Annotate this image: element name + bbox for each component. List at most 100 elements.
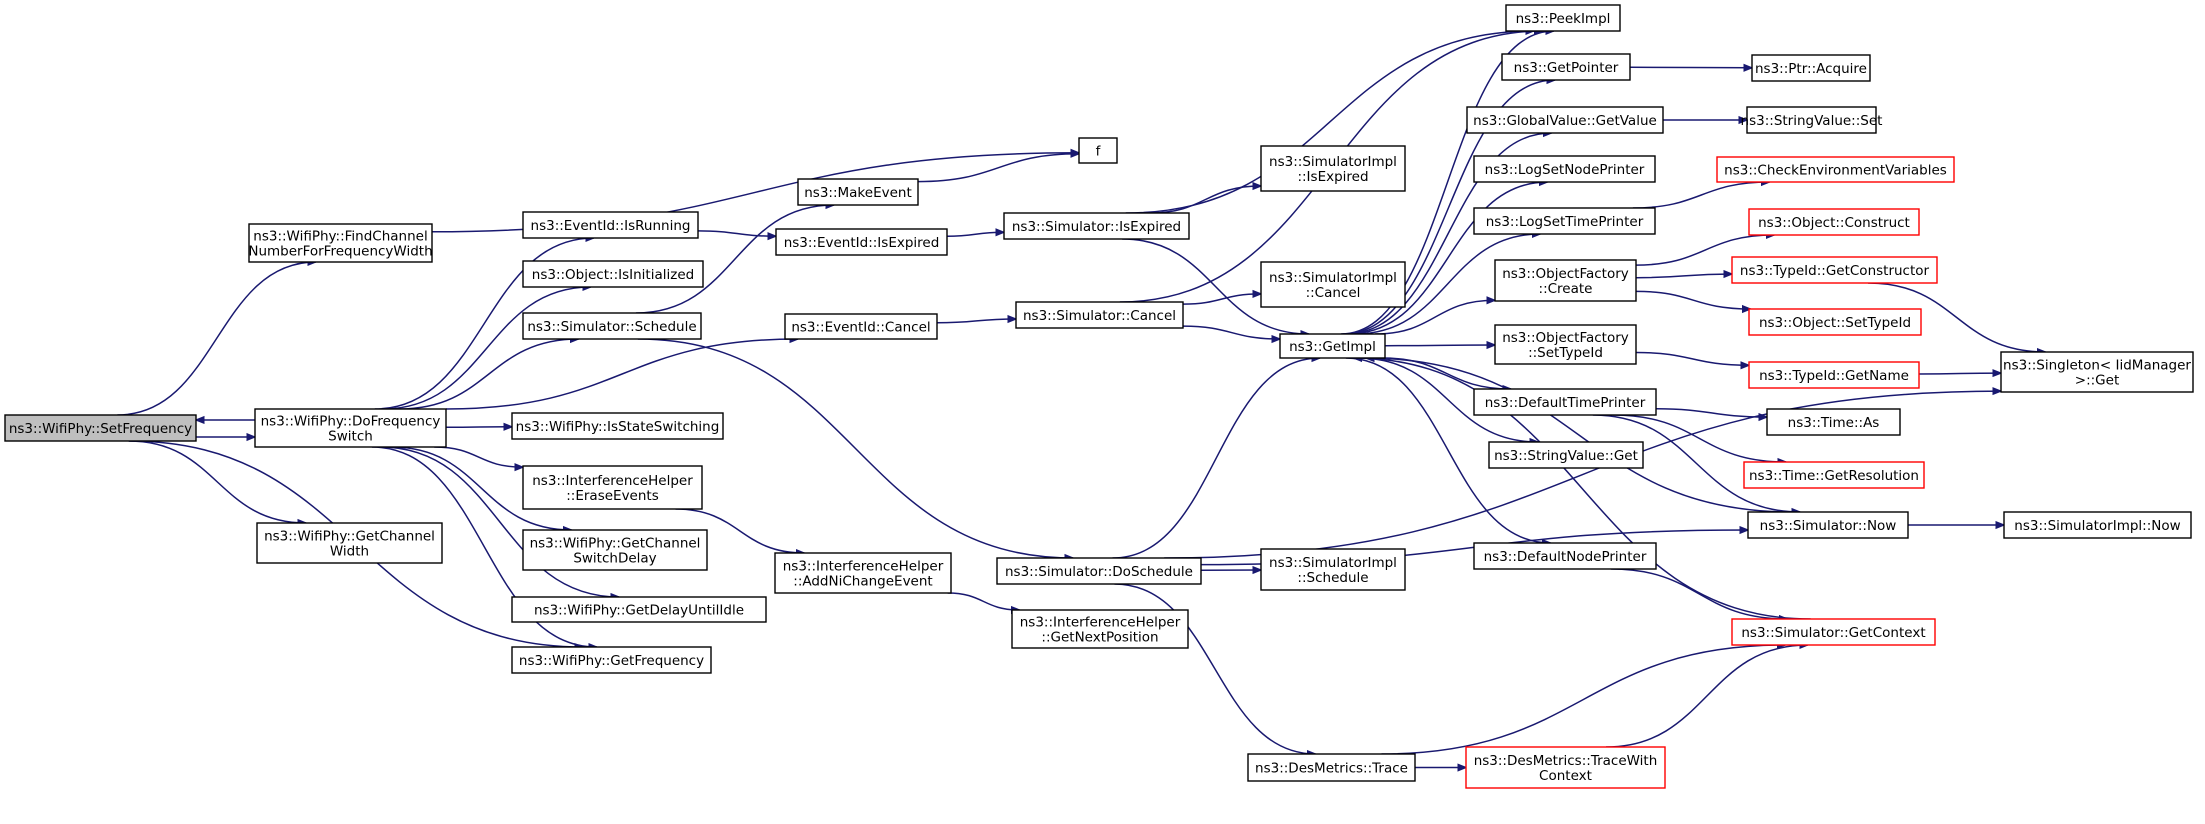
- node-ofcreate[interactable]: ns3::ObjectFactory::Create: [1494, 259, 1637, 302]
- node-getres[interactable]: ns3::Time::GetResolution: [1743, 461, 1925, 489]
- node-box[interactable]: [2003, 511, 2192, 539]
- node-svset[interactable]: ns3::StringValue::Set: [1741, 106, 1883, 134]
- node-box[interactable]: [1494, 324, 1637, 365]
- node-box[interactable]: [522, 260, 704, 288]
- node-logtime[interactable]: ns3::LogSetTimePrinter: [1473, 207, 1656, 235]
- node-getfreq[interactable]: ns3::WifiPhy::GetFrequency: [511, 646, 712, 674]
- node-box[interactable]: [1501, 53, 1631, 81]
- node-box[interactable]: [1748, 361, 1920, 389]
- node-box[interactable]: [1465, 746, 1666, 789]
- node-box[interactable]: [1748, 208, 1920, 236]
- node-box[interactable]: [1260, 261, 1406, 308]
- node-implnow[interactable]: ns3::SimulatorImpl::Now: [2003, 511, 2192, 539]
- node-box[interactable]: [1505, 4, 1621, 32]
- node-peekimpl[interactable]: ns3::PeekImpl: [1505, 4, 1621, 32]
- node-box[interactable]: [511, 646, 712, 674]
- node-box[interactable]: [1743, 461, 1925, 489]
- node-box[interactable]: [522, 312, 702, 340]
- node-box[interactable]: [1247, 753, 1416, 782]
- node-makeevent[interactable]: ns3::MakeEvent: [797, 178, 919, 206]
- node-getdelay[interactable]: ns3::WifiPhy::GetDelayUntilIdle: [511, 596, 767, 623]
- node-findchan[interactable]: ns3::WifiPhy::FindChannelNumberForFreque…: [248, 223, 433, 263]
- node-evexpired[interactable]: ns3::EventId::IsExpired: [775, 228, 948, 256]
- node-implexpired[interactable]: ns3::SimulatorImpl::IsExpired: [1260, 145, 1406, 192]
- node-box[interactable]: [1748, 308, 1922, 336]
- node-isrunning[interactable]: ns3::EventId::IsRunning: [522, 211, 699, 239]
- node-ptracquire[interactable]: ns3::Ptr::Acquire: [1751, 54, 1871, 82]
- node-box[interactable]: [2000, 351, 2194, 393]
- node-box[interactable]: [775, 228, 948, 256]
- node-box[interactable]: [1015, 301, 1184, 329]
- node-box[interactable]: [511, 412, 724, 440]
- node-box[interactable]: [1731, 618, 1936, 646]
- node-objconstruct[interactable]: ns3::Object::Construct: [1748, 208, 1920, 236]
- node-box[interactable]: [1494, 259, 1637, 302]
- node-box[interactable]: [1747, 511, 1909, 539]
- node-simcancel[interactable]: ns3::Simulator::Cancel: [1015, 301, 1184, 329]
- node-box[interactable]: [1078, 137, 1118, 164]
- node-svget[interactable]: ns3::StringValue::Get: [1488, 441, 1644, 469]
- node-box[interactable]: [1466, 106, 1664, 134]
- node-getnext[interactable]: ns3::InterferenceHelper::GetNextPosition: [1011, 609, 1189, 649]
- node-simexpired[interactable]: ns3::Simulator::IsExpired: [1003, 212, 1190, 240]
- node-getctor[interactable]: ns3::TypeId::GetConstructor: [1731, 256, 1938, 284]
- node-box[interactable]: [1003, 212, 1190, 240]
- node-timeas[interactable]: ns3::Time::As: [1766, 408, 1901, 436]
- node-box[interactable]: [511, 596, 767, 623]
- node-implschedule[interactable]: ns3::SimulatorImpl::Schedule: [1260, 548, 1406, 591]
- node-evcancel[interactable]: ns3::EventId::Cancel: [784, 313, 938, 340]
- node-box[interactable]: [797, 178, 919, 206]
- node-singleton[interactable]: ns3::Singleton< IidManager >::Get: [2000, 351, 2194, 393]
- node-box[interactable]: [1473, 542, 1657, 570]
- node-checkenv[interactable]: ns3::CheckEnvironmentVariables: [1716, 156, 1955, 183]
- node-erase[interactable]: ns3::InterferenceHelper::EraseEvents: [522, 465, 703, 510]
- node-box[interactable]: [522, 211, 699, 239]
- node-simnow[interactable]: ns3::Simulator::Now: [1747, 511, 1909, 539]
- node-gvgetvalue[interactable]: ns3::GlobalValue::GetValue: [1466, 106, 1664, 134]
- node-box[interactable]: [774, 552, 952, 594]
- node-box[interactable]: [1731, 256, 1938, 284]
- node-box[interactable]: [1260, 145, 1406, 192]
- node-getctx[interactable]: ns3::Simulator::GetContext: [1731, 618, 1936, 646]
- node-box[interactable]: [784, 313, 938, 340]
- node-defnode[interactable]: ns3::DefaultNodePrinter: [1473, 542, 1657, 570]
- node-lognode[interactable]: ns3::LogSetNodePrinter: [1473, 155, 1656, 183]
- node-isinit[interactable]: ns3::Object::IsInitialized: [522, 260, 704, 288]
- node-getname[interactable]: ns3::TypeId::GetName: [1748, 361, 1920, 389]
- node-box[interactable]: [4, 414, 197, 442]
- node-setfreq[interactable]: ns3::WifiPhy::SetFrequency: [4, 414, 197, 442]
- node-ofsettype[interactable]: ns3::ObjectFactory::SetTypeId: [1494, 324, 1637, 365]
- node-trace[interactable]: ns3::DesMetrics::Trace: [1247, 753, 1416, 782]
- node-addni[interactable]: ns3::InterferenceHelper::AddNiChangeEven…: [774, 552, 952, 594]
- node-box[interactable]: [1751, 54, 1871, 82]
- node-box[interactable]: [1766, 408, 1901, 436]
- node-f[interactable]: f: [1078, 137, 1118, 164]
- node-objsettype[interactable]: ns3::Object::SetTypeId: [1748, 308, 1922, 336]
- node-box[interactable]: [522, 529, 708, 571]
- node-box[interactable]: [248, 223, 433, 263]
- node-box[interactable]: [1473, 388, 1657, 416]
- node-getimpl[interactable]: ns3::GetImpl: [1279, 333, 1386, 359]
- node-box[interactable]: [256, 522, 443, 564]
- node-schedule[interactable]: ns3::Simulator::Schedule: [522, 312, 702, 340]
- node-getpointer[interactable]: ns3::GetPointer: [1501, 53, 1631, 81]
- node-deftime[interactable]: ns3::DefaultTimePrinter: [1473, 388, 1657, 416]
- node-box[interactable]: [254, 408, 447, 448]
- node-box[interactable]: [1488, 441, 1644, 469]
- node-box[interactable]: [1473, 207, 1656, 235]
- node-box[interactable]: [1473, 155, 1656, 183]
- node-box[interactable]: [996, 557, 1202, 585]
- node-box[interactable]: [1716, 156, 1955, 183]
- node-implcancel[interactable]: ns3::SimulatorImpl::Cancel: [1260, 261, 1406, 308]
- node-box[interactable]: [1260, 548, 1406, 591]
- node-isstatesw[interactable]: ns3::WifiPhy::IsStateSwitching: [511, 412, 724, 440]
- node-box[interactable]: [1011, 609, 1189, 649]
- node-box[interactable]: [522, 465, 703, 510]
- node-box[interactable]: [1746, 106, 1877, 134]
- node-box[interactable]: [1279, 333, 1386, 359]
- node-doschedule[interactable]: ns3::Simulator::DoSchedule: [996, 557, 1202, 585]
